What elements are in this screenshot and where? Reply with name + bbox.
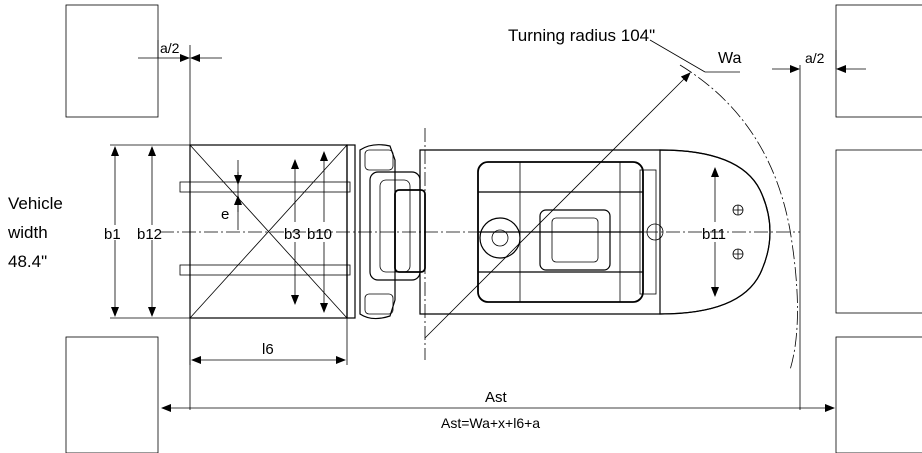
a-half-left-label: a/2 [160, 40, 180, 56]
ast-label: Ast [485, 389, 508, 406]
l6-label: l6 [262, 341, 274, 358]
brick-block-bottom-right [835, 336, 922, 453]
ast-formula-label: Ast=Wa+x+l6+a [441, 415, 540, 431]
b12-label: b12 [137, 226, 162, 243]
dimension-a-half-left [138, 40, 222, 410]
vehicle-width-line3: 48.4" [8, 252, 47, 271]
load-pallet [179, 144, 356, 319]
b1-label: b1 [104, 226, 121, 243]
turning-radius-label: Turning radius 104" [508, 26, 655, 45]
b3-label: b3 [284, 226, 301, 243]
brick-block-top-right [835, 4, 922, 118]
a-half-right-label: a/2 [805, 50, 825, 66]
brick-block-bottom-left [65, 336, 159, 453]
e-label: e [221, 206, 229, 223]
b10-label: b10 [307, 226, 332, 243]
dimension-b1 [110, 144, 190, 319]
vehicle-width-line2: width [7, 223, 48, 242]
turning-radius-indicator [424, 39, 798, 371]
brick-block-middle-right [835, 149, 922, 314]
vehicle-width-line1: Vehicle [8, 194, 63, 213]
wa-label: Wa [718, 50, 742, 67]
dimension-l6 [189, 318, 348, 365]
forklift-body [359, 128, 771, 360]
dimension-a-half-right [772, 50, 866, 410]
brick-block-top-left [65, 4, 159, 118]
b11-label: b11 [702, 226, 726, 243]
